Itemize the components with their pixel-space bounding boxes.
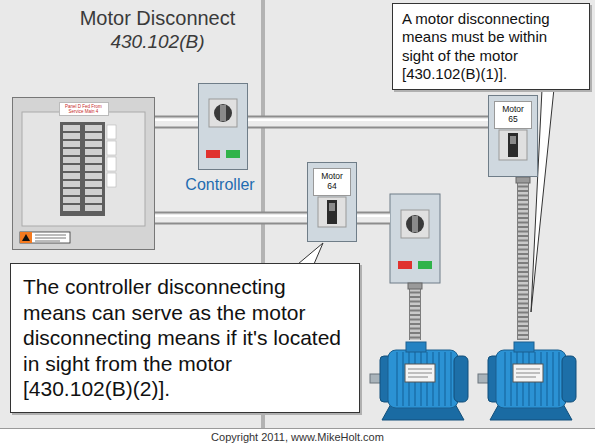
motor <box>478 342 576 420</box>
disconnect-enclosure <box>307 162 357 242</box>
controller-box: Controller <box>198 83 248 170</box>
conduit-run <box>155 120 198 122</box>
disconnect-label: Motor 65 <box>494 101 532 129</box>
motor <box>370 342 468 420</box>
note-label: 430.102(B) <box>55 31 260 53</box>
callout-text: The controller disconnecting means can s… <box>23 274 347 402</box>
panelboard <box>12 97 155 250</box>
disconnect-box: Motor 65 <box>488 95 538 177</box>
disconnect-enclosure <box>488 95 538 177</box>
panelboard-box: Panel D Fed From Service Main 4 <box>12 97 155 250</box>
conduit-outline <box>155 116 198 129</box>
conduit-outline <box>155 212 307 225</box>
note-label: Copyright 2011, www.MikeHolt.com <box>0 428 595 446</box>
callout-box: The controller disconnecting means can s… <box>10 263 360 413</box>
panel-label: Panel D Fed From Service Main 4 <box>59 102 109 116</box>
controller-label: Controller <box>185 176 254 194</box>
rigid-conduit <box>357 216 390 218</box>
diagram-title: Motor Disconnect <box>55 7 260 30</box>
disconnect-label: Motor 64 <box>313 168 351 196</box>
disconnect-box: Motor 64 <box>307 162 357 242</box>
controller-enclosure <box>198 83 248 170</box>
controller-enclosure <box>390 194 440 283</box>
callout-text: A motor disconnecting means must be with… <box>402 10 580 83</box>
conduit-run <box>155 216 307 218</box>
callout-tail <box>298 243 323 264</box>
callout-box: A motor disconnecting means must be with… <box>392 3 590 90</box>
flexible-conduit <box>408 177 530 340</box>
conduit-outline <box>248 116 488 129</box>
conduit-run <box>248 120 488 122</box>
